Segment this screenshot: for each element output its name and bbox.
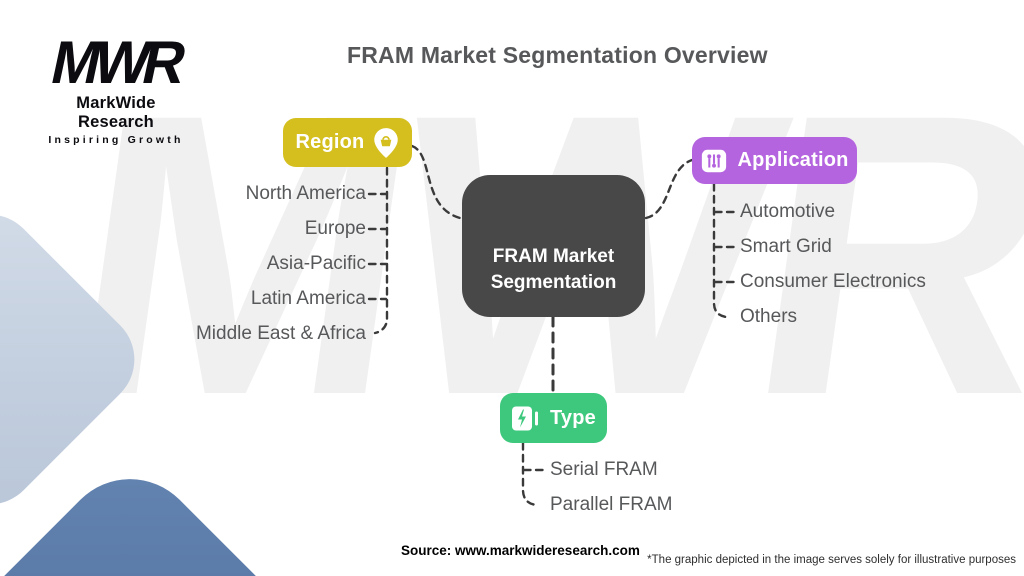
disclaimer-text: *The graphic depicted in the image serve… bbox=[647, 554, 1016, 566]
application-item: Consumer Electronics bbox=[740, 271, 926, 292]
branch-node-region: Region bbox=[283, 118, 412, 167]
source-text: Source: www.markwideresearch.com bbox=[401, 543, 640, 558]
type-label: Type bbox=[550, 406, 596, 429]
branch-node-application: Application bbox=[692, 137, 857, 184]
region-item: Latin America bbox=[250, 288, 366, 309]
location-pin-icon bbox=[373, 127, 399, 159]
region-item: Europe bbox=[304, 218, 366, 239]
type-item: Parallel FRAM bbox=[550, 494, 673, 515]
page-title: FRAM Market Segmentation Overview bbox=[347, 42, 768, 68]
mwr-logo: MWR MarkWide Research Inspiring Growth bbox=[36, 29, 196, 146]
logo-name: MarkWide Research bbox=[76, 94, 156, 131]
central-node: FRAM Market Segmentation bbox=[462, 175, 645, 317]
application-item: Smart Grid bbox=[740, 236, 832, 257]
logo-tagline: Inspiring Growth bbox=[48, 134, 184, 146]
branch-node-type: Type bbox=[500, 393, 607, 443]
application-item: Others bbox=[740, 306, 798, 327]
application-item: Automotive bbox=[740, 201, 836, 222]
circuit-chip-icon bbox=[700, 147, 728, 175]
region-item: Middle East & Africa bbox=[195, 323, 366, 344]
type-item: Serial FRAM bbox=[550, 459, 658, 480]
logo-monogram: MWR bbox=[45, 28, 187, 97]
central-node-label: FRAM Market Segmentation bbox=[490, 245, 617, 294]
region-label: Region bbox=[295, 131, 365, 153]
application-label: Application bbox=[737, 149, 849, 171]
region-item: Asia-Pacific bbox=[266, 253, 366, 274]
region-item: North America bbox=[245, 183, 366, 204]
flash-card-icon bbox=[511, 405, 541, 432]
